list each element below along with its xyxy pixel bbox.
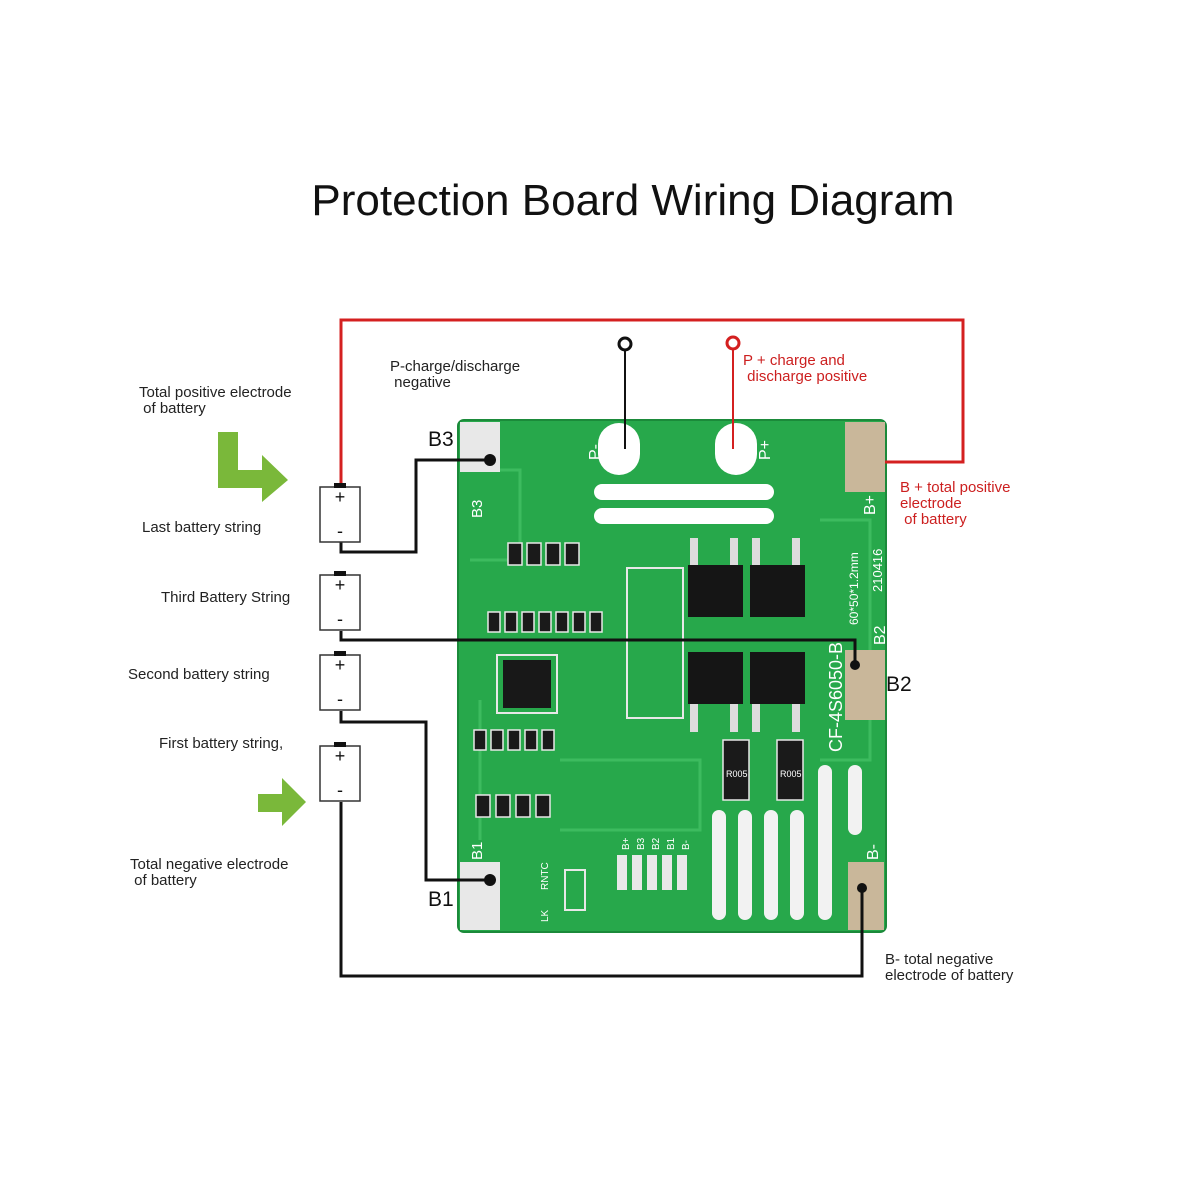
silk-ntc: RNTC: [540, 862, 551, 890]
silk-resistor-2: R005: [780, 769, 802, 779]
silk-model: CF-4S6050-B: [826, 642, 846, 752]
battery-cell-third: + -: [319, 571, 361, 631]
cell-plus: +: [335, 746, 346, 766]
silk-b-minus: B-: [865, 844, 882, 860]
cell-minus: -: [337, 780, 343, 800]
label-b-minus: B- total negative electrode of battery: [885, 951, 1014, 984]
label-p-minus: P-charge/discharge negative: [390, 358, 521, 391]
silk-header-pin: B+: [621, 837, 632, 850]
silk-resistor-1: R005: [726, 769, 748, 779]
b-minus-junction-icon: [857, 883, 867, 893]
silk-lk: LK: [540, 909, 551, 922]
silk-header-pin: B3: [636, 837, 647, 850]
silk-header-pin: B2: [651, 837, 662, 850]
battery-cell-second: + -: [319, 651, 361, 711]
pad-label-b3: B3: [428, 428, 454, 451]
silk-b1: B1: [469, 842, 486, 860]
silk-b2: B2: [872, 625, 889, 645]
pad-label-b2: B2: [886, 673, 912, 696]
silk-p-minus: P-: [587, 444, 604, 460]
pcb-board: P- P+ B+ B2 B- B3 B1 CF-4S6050-B 60*50*1…: [457, 419, 889, 933]
battery-cell-first: + -: [319, 742, 361, 802]
label-total-negative: Total negative electrode of battery: [130, 856, 289, 889]
cell-minus: -: [337, 609, 343, 629]
b2-junction-icon: [850, 660, 860, 670]
wire-b1: [339, 711, 490, 882]
cell-plus: +: [335, 487, 346, 507]
pad-label-b1: B1: [428, 888, 454, 911]
label-third-battery-string: Third Battery String: [161, 589, 291, 606]
wire-b3: [339, 458, 490, 554]
positive-arrow-icon: [218, 432, 288, 502]
silk-header-pin: B-: [681, 840, 692, 850]
label-second-battery-string: Second battery string: [128, 666, 270, 683]
cell-plus: +: [335, 575, 346, 595]
cell-minus: -: [337, 689, 343, 709]
wire-total-negative: [339, 802, 864, 978]
wire-total-positive: [339, 318, 965, 487]
label-b-plus: B + total positive electrode of battery: [900, 479, 1011, 528]
silk-b3: B3: [469, 500, 486, 518]
silk-p-plus: P+: [757, 440, 774, 460]
wire-b2: [339, 631, 857, 665]
battery-cell-last: + -: [319, 483, 361, 543]
p-minus-terminal-icon: [617, 336, 633, 352]
diagram-title: Protection Board Wiring Diagram: [311, 176, 955, 225]
p-plus-terminal-icon: [725, 335, 741, 351]
silk-header-pin: B1: [666, 837, 677, 850]
silk-b-plus: B+: [862, 495, 879, 515]
label-p-plus: P + charge and discharge positive: [743, 352, 868, 385]
b1-junction-icon: [484, 874, 496, 886]
b3-junction-icon: [484, 454, 496, 466]
cell-plus: +: [335, 655, 346, 675]
cell-minus: -: [337, 521, 343, 541]
label-total-positive: Total positive electrode of battery: [139, 384, 292, 417]
label-first-battery-string: First battery string,: [159, 735, 284, 752]
label-last-battery-string: Last battery string: [142, 519, 262, 536]
silk-size: 60*50*1.2mm: [847, 552, 861, 625]
silk-date: 210416: [870, 549, 885, 592]
negative-arrow-icon: [238, 778, 306, 834]
